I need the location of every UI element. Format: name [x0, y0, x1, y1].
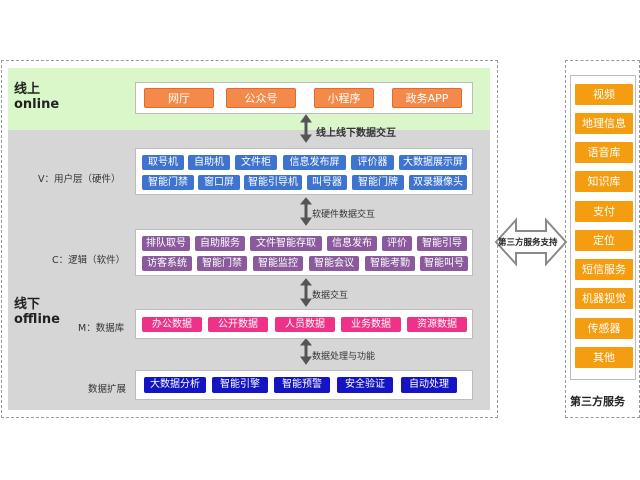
- v-chip[interactable]: 智能引导机: [244, 175, 302, 190]
- m-chip[interactable]: 办公数据: [142, 317, 202, 332]
- c-chip[interactable]: 智能考勤: [365, 256, 415, 271]
- m-chip[interactable]: 资源数据: [407, 317, 467, 332]
- third-party-support-label: 第三方服务支持: [498, 238, 558, 248]
- third-party-panel: 视频 地理信息 语音库 知识库 支付 定位 短信服务 机器视觉 传感器 其他: [570, 75, 636, 380]
- v-chip[interactable]: 信息发布屏: [283, 155, 346, 170]
- ext-chip[interactable]: 自动处理: [401, 377, 457, 393]
- c-chip[interactable]: 文件智能存取: [250, 236, 322, 251]
- connector-label-online-offline: 线上线下数据交互: [316, 128, 396, 139]
- offline-zone-title: 线下 offline: [14, 297, 60, 327]
- v-chip[interactable]: 取号机: [142, 155, 184, 170]
- connector-arrow-1: [300, 114, 312, 143]
- v-chip[interactable]: 智能门禁: [142, 175, 194, 190]
- c-chip[interactable]: 自助服务: [195, 236, 245, 251]
- ext-layer-label: 数据扩展: [88, 384, 127, 395]
- m-chip[interactable]: 业务数据: [341, 317, 401, 332]
- ext-layer-panel: 大数据分析 智能引擎 智能预警 安全验证 自动处理: [135, 370, 473, 400]
- ext-chip[interactable]: 安全验证: [337, 377, 393, 393]
- third-party-item[interactable]: 知识库: [575, 171, 633, 192]
- c-layer-label: C：逻辑（软件）: [52, 255, 126, 266]
- online-panel: 网厅 公众号 小程序 政务APP: [135, 82, 473, 114]
- online-item-gongzhonghao[interactable]: 公众号: [226, 88, 296, 108]
- v-layer-label: V：用户层（硬件）: [38, 174, 121, 185]
- ext-chip[interactable]: 智能引擎: [212, 377, 268, 393]
- connector-label-data: 数据交互: [312, 291, 349, 301]
- online-title-en: online: [14, 97, 60, 112]
- third-party-item[interactable]: 机器视觉: [575, 288, 633, 309]
- c-chip[interactable]: 信息发布: [327, 236, 377, 251]
- online-item-xiaochengxu[interactable]: 小程序: [314, 88, 374, 108]
- c-chip[interactable]: 智能引导: [417, 236, 467, 251]
- m-chip[interactable]: 人员数据: [275, 317, 335, 332]
- v-chip[interactable]: 大数据展示屏: [399, 155, 467, 170]
- v-chip[interactable]: 文件柜: [235, 155, 277, 170]
- c-layer-panel: 排队取号 自助服务 文件智能存取 信息发布 评价 智能引导 访客系统 智能门禁 …: [135, 229, 473, 276]
- ext-chip[interactable]: 大数据分析: [144, 377, 206, 393]
- vertical-connectors: [299, 114, 313, 365]
- connector-arrow-2: [299, 197, 313, 226]
- third-party-title: 第三方服务: [570, 395, 625, 408]
- v-chip[interactable]: 窗口屏: [198, 175, 240, 190]
- ext-chip[interactable]: 智能预警: [274, 377, 330, 393]
- v-layer-panel: 取号机 自助机 文件柜 信息发布屏 评价器 大数据展示屏 智能门禁 窗口屏 智能…: [135, 148, 473, 195]
- connector-arrow-4: [299, 338, 313, 365]
- online-item-wangting[interactable]: 网厅: [144, 88, 214, 108]
- third-party-item[interactable]: 定位: [575, 230, 633, 251]
- v-chip[interactable]: 智能门牌: [352, 175, 404, 190]
- m-layer-panel: 办公数据 公开数据 人员数据 业务数据 资源数据: [135, 309, 473, 339]
- c-chip[interactable]: 评价: [382, 236, 412, 251]
- v-chip[interactable]: 评价器: [351, 155, 394, 170]
- v-chip[interactable]: 叫号器: [307, 175, 347, 190]
- third-party-item[interactable]: 语音库: [575, 142, 633, 163]
- third-party-item[interactable]: 支付: [575, 201, 633, 222]
- online-zone-title: 线上 online: [14, 82, 59, 112]
- c-chip[interactable]: 排队取号: [142, 236, 190, 251]
- m-layer-label: M：数据库: [78, 323, 125, 334]
- third-party-item[interactable]: 短信服务: [575, 259, 633, 280]
- connector-arrow-3: [299, 278, 313, 307]
- v-chip[interactable]: 双录摄像头: [409, 175, 467, 190]
- c-chip[interactable]: 智能会议: [309, 256, 359, 271]
- online-item-zhengwu-app[interactable]: 政务APP: [392, 88, 462, 108]
- third-party-item[interactable]: 视频: [575, 84, 633, 105]
- c-chip[interactable]: 智能监控: [253, 256, 303, 271]
- third-party-item[interactable]: 地理信息: [575, 113, 633, 134]
- c-chip[interactable]: 智能叫号: [420, 256, 468, 271]
- connector-label-hw-sw: 软硬件数据交互: [312, 210, 376, 220]
- third-party-double-arrow: [494, 217, 568, 267]
- c-chip[interactable]: 智能门禁: [197, 256, 247, 271]
- third-party-item[interactable]: 其他: [575, 347, 633, 368]
- offline-title-en: offline: [14, 312, 60, 327]
- m-chip[interactable]: 公开数据: [208, 317, 268, 332]
- connector-label-processing: 数据处理与功能: [312, 352, 376, 362]
- online-title-cn: 线上: [14, 82, 41, 97]
- third-party-item[interactable]: 传感器: [575, 318, 633, 339]
- c-chip[interactable]: 访客系统: [142, 256, 192, 271]
- v-chip[interactable]: 自助机: [188, 155, 230, 170]
- offline-title-cn: 线下: [14, 297, 41, 312]
